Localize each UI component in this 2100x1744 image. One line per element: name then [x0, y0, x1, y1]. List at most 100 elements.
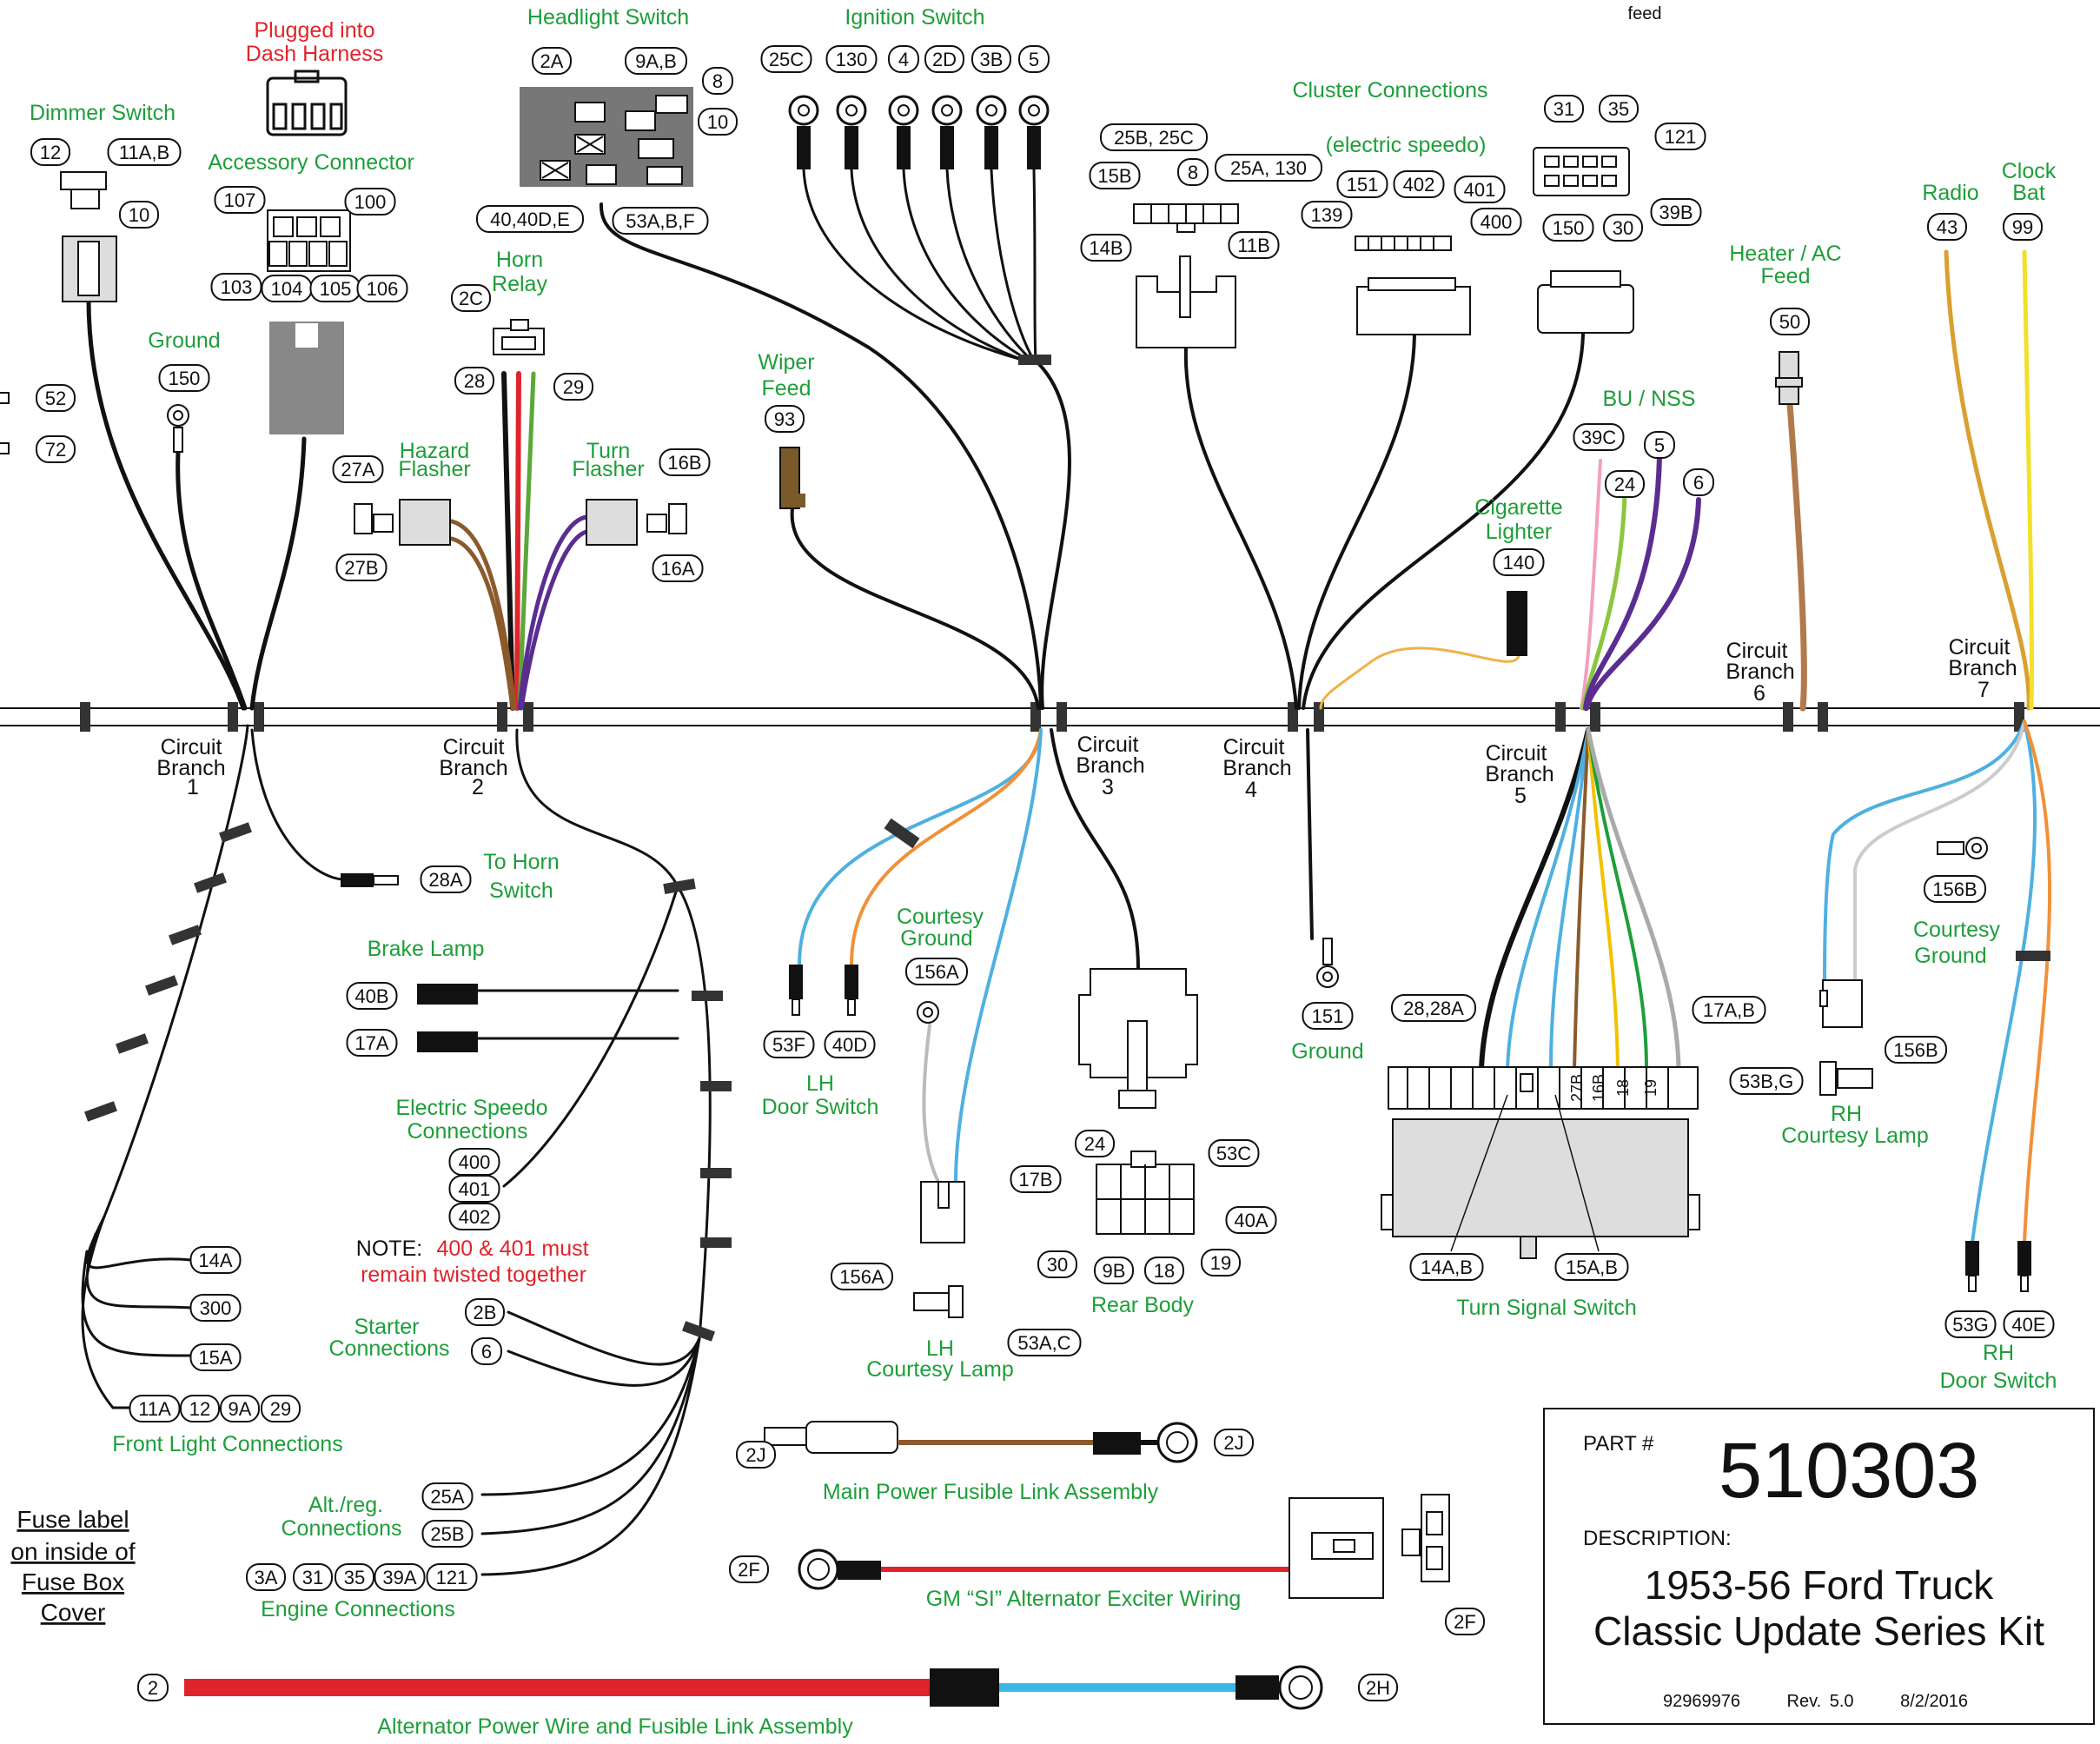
- part-number-label: PART #: [1583, 1432, 1654, 1456]
- pin-badge: 139: [1301, 201, 1353, 229]
- turn-flasher-label-2: Flasher: [572, 457, 644, 481]
- pin-badge-text: 53A,C: [1017, 1332, 1070, 1354]
- pin-badge-text: 39A: [382, 1567, 416, 1588]
- cluster-subtitle: (electric speedo): [1326, 133, 1487, 157]
- pin-badge: 53A,C: [1007, 1329, 1082, 1356]
- pin-badge-text: 12: [189, 1398, 210, 1420]
- pin-badge: 40D: [824, 1031, 876, 1058]
- pin-badge: 53C: [1208, 1139, 1260, 1167]
- pin-badge: 17B: [1010, 1165, 1062, 1193]
- brake-lamp-connector-1: [417, 984, 478, 1005]
- fuse-label-line-2: on inside of: [10, 1538, 135, 1565]
- pin-badge-text: 40D: [832, 1034, 867, 1056]
- brake-lamp-title: Brake Lamp: [368, 937, 485, 961]
- pin-badge: 25A, 130: [1215, 154, 1322, 182]
- lh-door-label-2: Door Switch: [762, 1095, 879, 1119]
- horn-relay-label-2: Relay: [492, 272, 547, 296]
- ground-eyelets: [167, 404, 1988, 1024]
- pin-badge: 9A: [220, 1395, 260, 1422]
- pin-badge: 31: [293, 1563, 333, 1591]
- pin-badge-text: 103: [221, 276, 253, 298]
- pin-badge: 11A: [129, 1395, 181, 1422]
- pin-badge: 15B: [1089, 162, 1141, 189]
- pin-badge-text: 5: [1654, 434, 1665, 456]
- pin-badge-text: 16B: [667, 452, 701, 474]
- pin-badge: 25B, 25C: [1100, 123, 1208, 151]
- pin-badge-text: 156A: [914, 961, 959, 983]
- pin-badge-text: 106: [367, 278, 399, 300]
- pin-badge: 19: [1201, 1249, 1241, 1277]
- pin-badge: 2C: [451, 284, 491, 312]
- pin-badge: 39B: [1650, 198, 1702, 226]
- ts-pin-27b: 27B: [1568, 1074, 1586, 1102]
- pin-badge-text: 93: [774, 408, 795, 430]
- pin-badge: 25B: [421, 1520, 474, 1548]
- pin-badge-text: 28,28A: [1403, 998, 1464, 1019]
- note-prefix: NOTE:: [356, 1237, 422, 1261]
- pin-badge-text: 9B: [1103, 1260, 1126, 1282]
- alternator-power-wire: [184, 1665, 1323, 1710]
- rh-courtesy-connectors: [1819, 979, 1873, 1096]
- branch7-word: Circuit: [1949, 635, 2011, 660]
- ground4-title: Ground: [1291, 1039, 1363, 1064]
- ts-pin-16b: 16B: [1590, 1074, 1607, 1102]
- lh-door-switch-pins: [789, 965, 858, 1016]
- pin-badge: 14B: [1080, 234, 1132, 262]
- pin-badge: 10: [119, 201, 159, 229]
- pin-badge: 2J: [736, 1441, 776, 1469]
- pin-badge-text: 6: [481, 1341, 492, 1363]
- pin-badge: 4: [888, 45, 919, 73]
- pin-badge: 53A,B,F: [612, 207, 709, 235]
- pin-badge-text: 50: [1779, 311, 1800, 333]
- lh-door-label-1: LH: [806, 1071, 834, 1096]
- pin-badge-text: 139: [1311, 204, 1343, 226]
- cluster-connector-right: [1533, 147, 1634, 334]
- pin-badge-text: 300: [200, 1297, 232, 1319]
- pin-badge: 156A: [905, 958, 968, 985]
- pin-badge-text: 10: [707, 111, 728, 133]
- pin-badge: 401: [448, 1175, 500, 1203]
- pin-badge-text: 25A: [430, 1486, 464, 1508]
- lh-courtesy-label-1: LH: [926, 1336, 954, 1361]
- accessory-title: Accessory Connector: [208, 150, 414, 175]
- pin-badge-text: 151: [1312, 1005, 1344, 1027]
- pin-badge-text: 402: [1403, 174, 1435, 196]
- pin-badge-text: 156B: [1893, 1039, 1938, 1061]
- pin-badge-text: 400: [1481, 211, 1513, 233]
- bundle-clips: [84, 355, 2050, 1342]
- pin-badge-text: 5: [1029, 49, 1039, 70]
- turn-signal-title: Turn Signal Switch: [1456, 1296, 1637, 1320]
- pin-badge-text: 25B, 25C: [1114, 127, 1194, 149]
- pin-badge-text: 2F: [1454, 1611, 1476, 1633]
- speedo-label-2: Connections: [407, 1119, 528, 1144]
- pin-badge: 3A: [246, 1563, 286, 1591]
- dash-plug-label-1: Plugged into: [254, 18, 374, 43]
- headlight-switch: [520, 87, 693, 187]
- part-number: 510303: [1719, 1428, 1980, 1515]
- pin-badge: 401: [1454, 176, 1506, 203]
- pin-badge: 300: [189, 1294, 242, 1322]
- pin-badge: 151: [1336, 170, 1388, 198]
- cluster-connector-left: [1133, 203, 1239, 348]
- pin-badge-text: 25A, 130: [1230, 157, 1307, 179]
- description-label: DESCRIPTION:: [1583, 1527, 1732, 1550]
- pin-badge: 130: [825, 45, 878, 73]
- pin-badge-text: 31: [1553, 98, 1574, 120]
- pin-badge: 35: [335, 1563, 374, 1591]
- branch2-word2: Branch: [439, 756, 507, 780]
- pin-badge-text: 156B: [1932, 879, 1977, 900]
- pin-badge: 2F: [729, 1555, 769, 1583]
- pin-badge: 3B: [971, 45, 1011, 73]
- note-line-1: 400 & 401 must: [436, 1237, 588, 1261]
- horn-relay: [493, 319, 545, 355]
- front-light-title: Front Light Connections: [112, 1432, 342, 1456]
- pin-badge: 39C: [1573, 423, 1625, 451]
- pin-badge: 8: [702, 67, 733, 95]
- branch6-word: Circuit: [1726, 639, 1788, 663]
- rear-body-title: Rear Body: [1091, 1293, 1195, 1317]
- pin-badge: 402: [1393, 170, 1445, 198]
- fuse-label: Fuse label on inside of Fuse Box Cover: [10, 1506, 135, 1626]
- fuse-label-line-4: Cover: [41, 1599, 106, 1626]
- pin-badge: 400: [1470, 208, 1522, 235]
